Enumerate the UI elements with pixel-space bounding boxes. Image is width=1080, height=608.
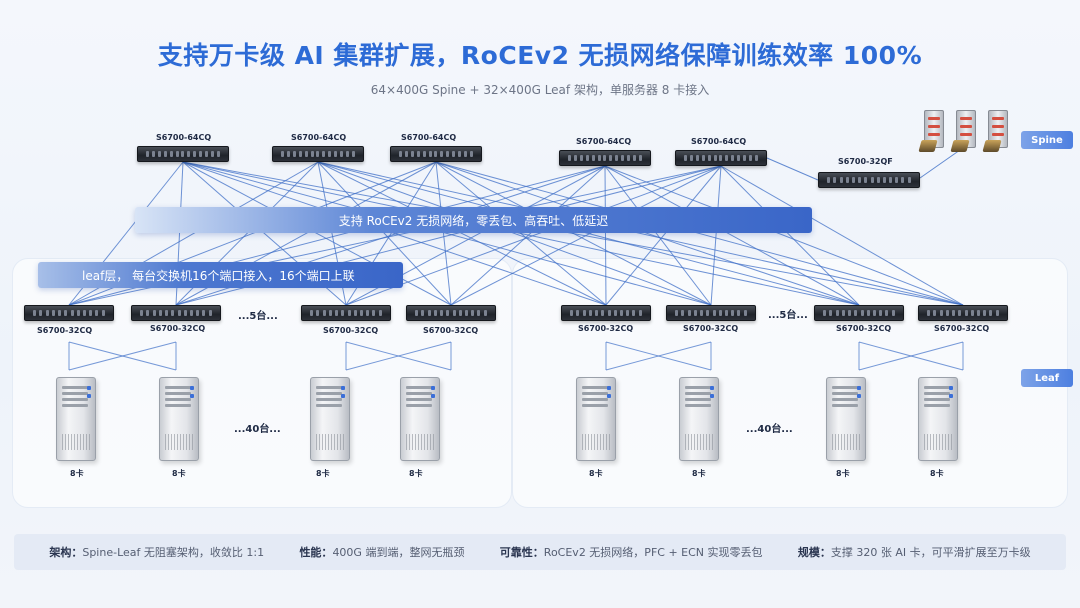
spine-switch-2 (272, 146, 364, 162)
leaf-switch-5 (561, 305, 651, 321)
leaf-server-x2-1 (345, 341, 452, 371)
uplink-1-3 (317, 161, 452, 306)
qf-to-rack-link (919, 149, 961, 179)
leaf-switch-label-1: S6700-32CQ (37, 326, 93, 335)
spine-switch-3 (390, 146, 482, 162)
server-label-6: 8卡 (692, 469, 706, 478)
leaf-server-x2-2 (605, 341, 712, 371)
server-label-3: 8卡 (316, 469, 330, 478)
uplink-4-3 (450, 165, 722, 306)
server-6 (679, 377, 719, 461)
spine-switch-label-1: S6700-64CQ (156, 133, 212, 142)
leaf-switch-label-4: S6700-32CQ (423, 326, 479, 335)
spine-switch-4 (559, 150, 651, 166)
leaf-switch-1 (24, 305, 114, 321)
uplink-3-6 (604, 165, 860, 306)
footer-scale: 规模：支撑 320 张 AI 卡，可平滑扩展至万卡级 (797, 546, 1031, 559)
spine-switch-1 (137, 146, 229, 162)
spine-switch-label-3: S6700-64CQ (401, 133, 457, 142)
footer-reliability: 可靠性：RoCEv2 无损网络，PFC + ECN 实现零丢包 (499, 546, 763, 559)
uplink-2-7 (435, 161, 964, 306)
leaf-layer-banner: leaf层， 每台交换机16个端口接入，16个端口上联 (38, 262, 403, 288)
server-label-1: 8卡 (70, 469, 84, 478)
server-label-2: 8卡 (172, 469, 186, 478)
uplink-0-4 (182, 161, 607, 306)
uplink-4-6 (720, 165, 860, 306)
uplink-2-3 (435, 161, 452, 306)
server-7 (826, 377, 866, 461)
footer-summary: 架构：Spine-Leaf 无阻塞架构，收敛比 1:1 性能：400G 端到端，… (14, 534, 1066, 570)
server-1 (56, 377, 96, 461)
leaf-switch-label-3: S6700-32CQ (323, 326, 379, 335)
server-5 (576, 377, 616, 461)
footer-architecture: 架构：Spine-Leaf 无阻塞架构，收敛比 1:1 (49, 546, 265, 559)
spine-switch-label-6: S6700-32QF (838, 157, 893, 166)
uplink-2-4 (435, 161, 607, 306)
leaf-switch-ellipsis-left: ...5台... (238, 311, 278, 322)
leaf-server-x2-0 (68, 341, 177, 371)
leaf-switch-label-8: S6700-32CQ (934, 324, 990, 333)
leaf-switch-4 (406, 305, 496, 321)
leaf-switch-label-7: S6700-32CQ (836, 324, 892, 333)
uplink-3-4 (604, 165, 607, 306)
uplink-1-6 (317, 161, 860, 306)
server-label-7: 8卡 (836, 469, 850, 478)
server-label-5: 8卡 (589, 469, 603, 478)
page-title: 支持万卡级 AI 集群扩展，RoCEv2 无损网络保障训练效率 100% (157, 41, 923, 70)
server-4 (400, 377, 440, 461)
spine-switch-5 (675, 150, 767, 166)
leaf-switch-7 (814, 305, 904, 321)
leaf-switch-label-5: S6700-32CQ (578, 324, 634, 333)
leaf-tag: Leaf (1021, 369, 1073, 387)
spine-tag: Spine (1021, 131, 1073, 149)
uplink-3-5 (604, 165, 712, 306)
uplink-4-2 (345, 165, 722, 306)
spine-switch-6 (818, 172, 920, 188)
spine-switch-label-5: S6700-64CQ (691, 137, 747, 146)
leaf-switch-label-6: S6700-32CQ (683, 324, 739, 333)
uplink-3-7 (604, 165, 964, 306)
leaf-switch-3 (301, 305, 391, 321)
uplink-1-5 (317, 161, 712, 306)
rocev2-feature-banner: 支持 RoCEv2 无损网络，零丢包、高吞吐、低延迟 (135, 207, 812, 233)
leaf-switch-8 (918, 305, 1008, 321)
uplink-2-6 (435, 161, 860, 306)
uplink-1-7 (317, 161, 964, 306)
server-ellipsis-left: ...40台... (234, 424, 281, 435)
server-3 (310, 377, 350, 461)
uplink-0-5 (182, 161, 712, 306)
uplink-4-4 (605, 165, 722, 306)
uplink-4-5 (710, 165, 722, 306)
spine-switch-label-2: S6700-64CQ (291, 133, 347, 142)
uplink-2-5 (435, 161, 712, 306)
uplink-0-3 (182, 161, 452, 306)
server-8 (918, 377, 958, 461)
uplink-1-4 (317, 161, 607, 306)
server-label-8: 8卡 (930, 469, 944, 478)
leaf-switch-2 (131, 305, 221, 321)
leaf-switch-label-2: S6700-32CQ (150, 324, 206, 333)
footer-performance: 性能：400G 端到端，整网无瓶颈 (299, 546, 465, 559)
server-ellipsis-right: ...40台... (746, 424, 793, 435)
spine-to-32qf-link (766, 157, 819, 181)
server-label-4: 8卡 (409, 469, 423, 478)
leaf-server-x2-3 (858, 341, 964, 371)
uplink-3-3 (450, 165, 606, 306)
server-2 (159, 377, 199, 461)
spine-switch-label-4: S6700-64CQ (576, 137, 632, 146)
leaf-switch-6 (666, 305, 756, 321)
uplink-4-7 (720, 165, 964, 306)
page-subtitle: 64×400G Spine + 32×400G Leaf 架构，单服务器 8 卡… (370, 83, 710, 97)
leaf-switch-ellipsis-right: ...5台... (768, 310, 808, 321)
